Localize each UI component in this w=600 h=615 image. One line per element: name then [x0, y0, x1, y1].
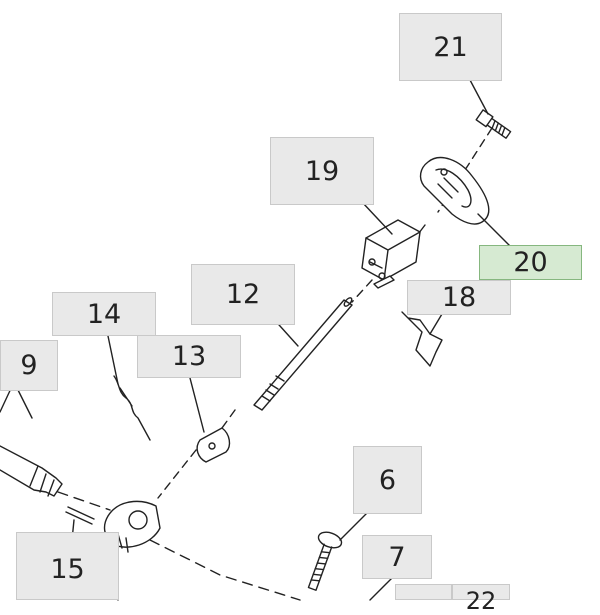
callout-6[interactable]: 6: [353, 446, 422, 514]
collar-part-13: [196, 427, 231, 463]
screw-part-6: [307, 531, 343, 591]
leader-7: [369, 577, 393, 601]
handle-tube-part-9: [0, 445, 63, 497]
leader-14: [107, 335, 119, 385]
leader-6: [339, 509, 371, 541]
callout-9[interactable]: 9: [0, 340, 58, 391]
callout-7[interactable]: 7: [362, 535, 432, 579]
clamp-part-19: [361, 219, 421, 289]
callout-19[interactable]: 19: [270, 137, 374, 205]
pin-part-15: [65, 506, 95, 525]
leader-19: [361, 201, 393, 235]
callout-14[interactable]: 14: [52, 292, 156, 336]
callout-partial-left[interactable]: [395, 584, 452, 600]
bracket-part-20: [419, 157, 490, 225]
callout-20-selected[interactable]: 20: [479, 245, 582, 280]
leader-13: [189, 377, 205, 433]
parts-diagram: 21 19 20 18 12 14 13 9 6 7 15 22: [0, 13, 582, 613]
leader-21: [469, 79, 489, 115]
callout-15[interactable]: 15: [16, 532, 119, 600]
bolt-part-21: [475, 109, 512, 139]
lower-assembly-axis: [57, 491, 301, 601]
leader-18: [429, 313, 443, 335]
spring-pin-part-14: [113, 375, 151, 441]
callout-12[interactable]: 12: [191, 264, 295, 325]
callout-22[interactable]: 22: [452, 584, 510, 613]
exploded-view-drawing: [0, 79, 512, 601]
callout-18[interactable]: 18: [407, 280, 511, 315]
wire-clip-part-18: [401, 311, 443, 367]
leader-20: [477, 213, 511, 247]
callout-13[interactable]: 13: [137, 335, 241, 378]
shaft-part-12: [253, 297, 353, 411]
callout-21[interactable]: 21: [399, 13, 502, 81]
